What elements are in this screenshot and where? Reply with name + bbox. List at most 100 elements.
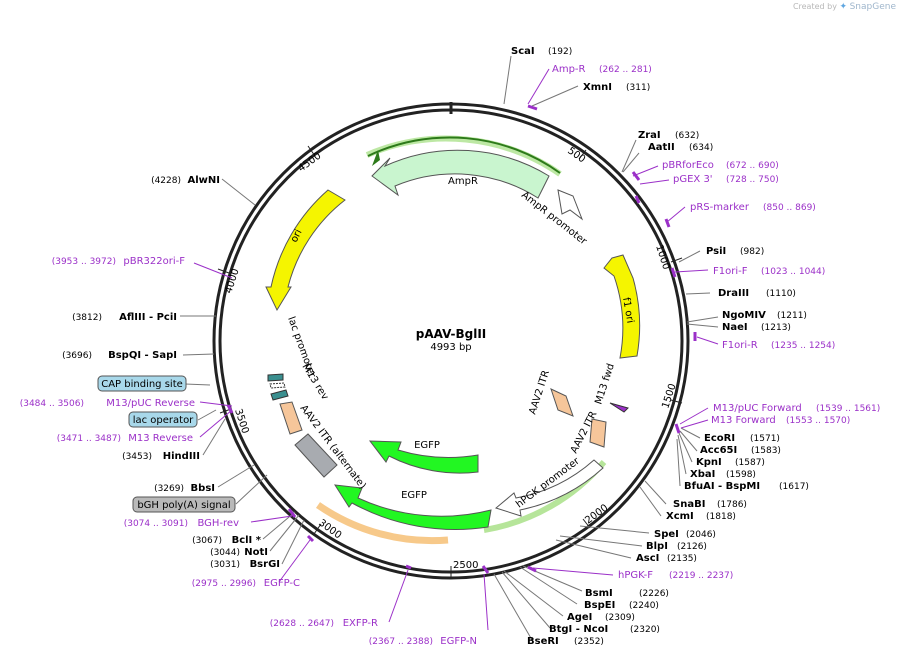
hpgk-promoter-feature[interactable] — [494, 459, 604, 517]
site-ecori[interactable]: EcoRI(1571) — [704, 433, 780, 444]
ampr-promoter-feature[interactable] — [557, 189, 584, 221]
primer-labels: Amp-R(262 .. 281) pBRforEco(672 .. 690) … — [20, 64, 881, 647]
egfp-outer-feature[interactable] — [334, 484, 492, 530]
primer-name: EGFP-C — [264, 578, 300, 589]
leader-blpi — [559, 535, 643, 547]
site-kpni[interactable]: KpnI(1587) — [696, 457, 765, 468]
cap-box-label: CAP binding site — [101, 379, 183, 390]
site-scai[interactable]: ScaI(192) — [511, 46, 572, 57]
site-asci[interactable]: AscI(2135) — [636, 553, 697, 564]
lac-operator-label: lac operator — [133, 415, 194, 426]
site-name: EcoRI — [704, 433, 735, 444]
primer-range: (1539 .. 1561) — [816, 404, 880, 414]
primer-name: Amp-R — [552, 64, 586, 75]
primer-m13-reverse[interactable]: M13 Reverse(3471 .. 3487) — [57, 433, 193, 444]
site-alwni[interactable]: AlwNI(4228) — [151, 175, 220, 186]
ori-feature[interactable] — [265, 189, 346, 312]
tick-label: 2500 — [453, 560, 478, 571]
lac-operator-feature[interactable] — [270, 389, 289, 401]
site-afliii-pcii[interactable]: AflIII - PciI(3812) — [72, 312, 177, 323]
site-pos: (634) — [689, 143, 713, 153]
primer-pgex3[interactable]: pGEX 3'(728 .. 750) — [673, 174, 779, 185]
m13-fwd-feature[interactable] — [609, 402, 629, 413]
tick-2500: 2500 — [450, 560, 478, 578]
site-bspqi-sapi[interactable]: BspQI - SapI (3696) — [62, 350, 177, 361]
aav2-itr-feature[interactable] — [550, 388, 574, 417]
tick-label: 4500 — [296, 151, 323, 175]
primer-exfp-r[interactable]: EXFP-R(2628 .. 2647) — [270, 618, 378, 629]
primer-f1ori-f[interactable]: F1ori-F(1023 .. 1044) — [713, 266, 825, 277]
primer-amp-r[interactable]: Amp-R(262 .. 281) — [552, 64, 652, 75]
leader-naei — [686, 323, 719, 328]
f1-ori-feature[interactable] — [603, 254, 641, 359]
lac-promoter-feature[interactable] — [269, 382, 286, 389]
primer-marker-amp-r — [527, 104, 538, 111]
site-pos: (1786) — [717, 500, 747, 510]
site-zrai[interactable]: ZraI(632) — [638, 130, 699, 141]
site-name: XmnI — [583, 82, 612, 93]
site-bsmi[interactable]: BsmI(2226) — [585, 588, 669, 599]
site-name: BspQI - SapI — [108, 350, 177, 361]
site-ngomiv[interactable]: NgoMIV(1211) — [722, 310, 807, 321]
primer-m13puc-reverse[interactable]: M13/pUC Reverse(3484 .. 3506) — [20, 398, 195, 409]
site-bbsi[interactable]: BbsI(3269) — [154, 483, 215, 494]
site-blpi[interactable]: BlpI(2126) — [646, 541, 707, 552]
cap-binding-site-feature[interactable] — [267, 373, 284, 382]
site-bfuai-bspmi[interactable]: BfuAI - BspMI(1617) — [684, 481, 809, 492]
leader-bbsi — [217, 464, 255, 488]
primer-leader-prs-marker — [666, 206, 686, 223]
primer-m13-forward[interactable]: M13 Forward(1553 .. 1570) — [711, 415, 850, 426]
primer-name: EGFP-N — [440, 636, 477, 647]
primer-marker-hpgk-f — [527, 565, 537, 573]
primer-bgh-rev[interactable]: BGH-rev(3074 .. 3091) — [124, 518, 239, 529]
site-xcmi[interactable]: XcmI(1818) — [666, 511, 736, 522]
site-hindiii[interactable]: HindIII(3453) — [122, 451, 200, 462]
site-bcli[interactable]: BclI *(3067) — [192, 535, 262, 546]
site-pos: (3696) — [62, 351, 92, 361]
primer-leader-m13puc-rev — [199, 401, 233, 407]
aav2-itr-right-feature[interactable] — [589, 418, 607, 448]
primer-pbrforeco[interactable]: pBRforEco(672 .. 690) — [662, 160, 779, 171]
ampr-direction-line — [367, 136, 561, 174]
primer-markers — [226, 104, 697, 574]
bgh-polya-box[interactable]: bGH poly(A) signal — [132, 496, 236, 513]
site-bspei[interactable]: BspEI(2240) — [584, 600, 659, 611]
ampr-label: AmpR — [448, 176, 478, 187]
primer-leader-hpgk-f — [532, 567, 614, 576]
cap-binding-site-box[interactable]: CAP binding site — [97, 375, 187, 392]
site-noti[interactable]: NotI(3044) — [210, 547, 268, 558]
site-name: AgeI — [567, 612, 592, 623]
lac-operator-box[interactable]: lac operator — [128, 411, 198, 428]
site-xmni[interactable]: XmnI(311) — [583, 82, 650, 93]
site-spei[interactable]: SpeI(2046) — [654, 529, 716, 540]
primer-m13puc-forward[interactable]: M13/pUC Forward(1539 .. 1561) — [713, 403, 880, 414]
site-name: BsmI — [585, 588, 613, 599]
site-btgi-ncoi[interactable]: BtgI - NcoI(2320) — [549, 624, 660, 635]
primer-name: pGEX 3' — [673, 174, 713, 185]
primer-egfp-c[interactable]: EGFP-C (2975 .. 2996) — [192, 578, 300, 589]
aav2-itr-left-feature[interactable] — [279, 401, 303, 435]
site-bseri[interactable]: BseRI(2352) — [527, 636, 604, 647]
primer-range: (2975 .. 2996) — [192, 579, 256, 589]
primer-f1ori-r[interactable]: F1ori-R(1235 .. 1254) — [722, 340, 835, 351]
egfp-inner-feature[interactable] — [368, 440, 479, 474]
site-acc65i[interactable]: Acc65I(1583) — [700, 445, 781, 456]
site-pos: (1818) — [706, 512, 736, 522]
site-pos: (2135) — [667, 554, 697, 564]
primer-pbr322ori-f[interactable]: pBR322ori-F(3953 .. 3972) — [52, 256, 186, 267]
site-snabi[interactable]: SnaBI(1786) — [673, 499, 747, 510]
site-naei[interactable]: NaeI(1213) — [722, 322, 791, 333]
primer-range: (850 .. 869) — [763, 203, 816, 213]
primer-prs-marker[interactable]: pRS-marker(850 .. 869) — [690, 202, 816, 213]
site-bsrgi[interactable]: BsrGI(3031) — [210, 559, 280, 570]
site-draiii[interactable]: DraIII(1110) — [718, 288, 796, 299]
leader-spei — [579, 525, 650, 534]
primer-egfp-n[interactable]: EGFP-N(2367 .. 2388) — [369, 636, 477, 647]
ampr-feature[interactable] — [371, 149, 550, 199]
site-xbai[interactable]: XbaI(1598) — [690, 469, 756, 480]
site-agei[interactable]: AgeI(2309) — [567, 612, 635, 623]
site-psii[interactable]: PsiI(982) — [706, 246, 764, 257]
aav2-itr-alternate-feature[interactable] — [294, 433, 338, 478]
site-aatii[interactable]: AatII(634) — [648, 142, 713, 153]
primer-hpgk-f[interactable]: hPGK-F(2219 .. 2237) — [618, 570, 733, 581]
